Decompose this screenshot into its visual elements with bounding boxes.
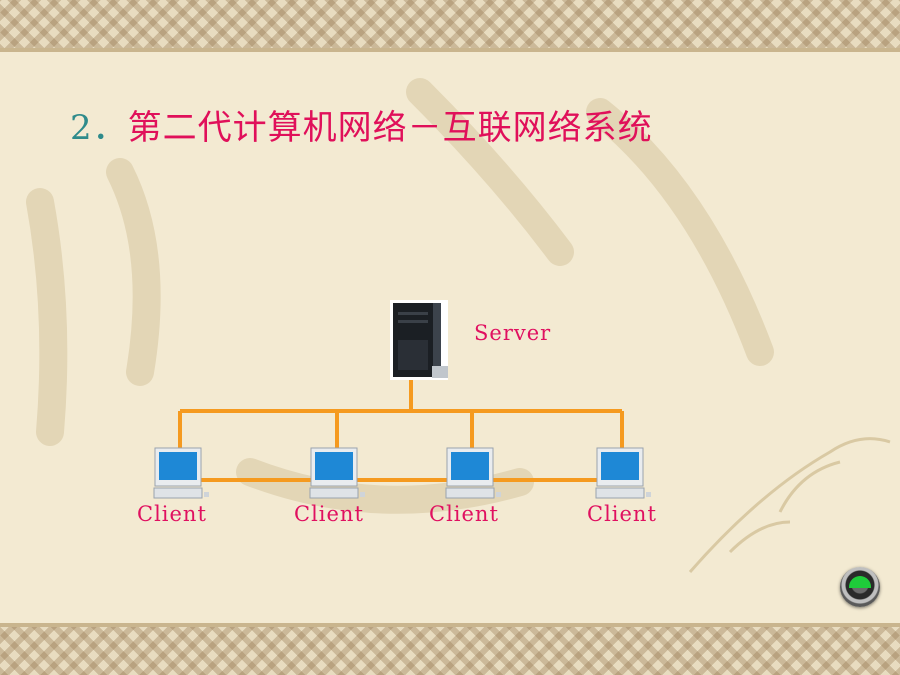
nav-circle-icon[interactable] xyxy=(840,567,880,607)
client-computer-icon xyxy=(595,447,651,499)
client-label-4: Client xyxy=(587,502,657,526)
decorative-bottom-border xyxy=(0,623,900,675)
client-label-3: Client xyxy=(429,502,499,526)
client-label-2: Client xyxy=(294,502,364,526)
client-computer-icon xyxy=(309,447,365,499)
decorative-top-border xyxy=(0,0,900,52)
slide-title: 2．第二代计算机网络－互联网络系统 xyxy=(70,100,653,149)
client-label-1: Client xyxy=(137,502,207,526)
title-text: 第二代计算机网络－互联网络系统 xyxy=(127,108,653,148)
title-number: 2． xyxy=(70,108,128,148)
server-icon xyxy=(390,300,448,380)
client-computer-icon xyxy=(445,447,501,499)
server-label: Server xyxy=(474,321,552,345)
client-computer-icon xyxy=(153,447,209,499)
